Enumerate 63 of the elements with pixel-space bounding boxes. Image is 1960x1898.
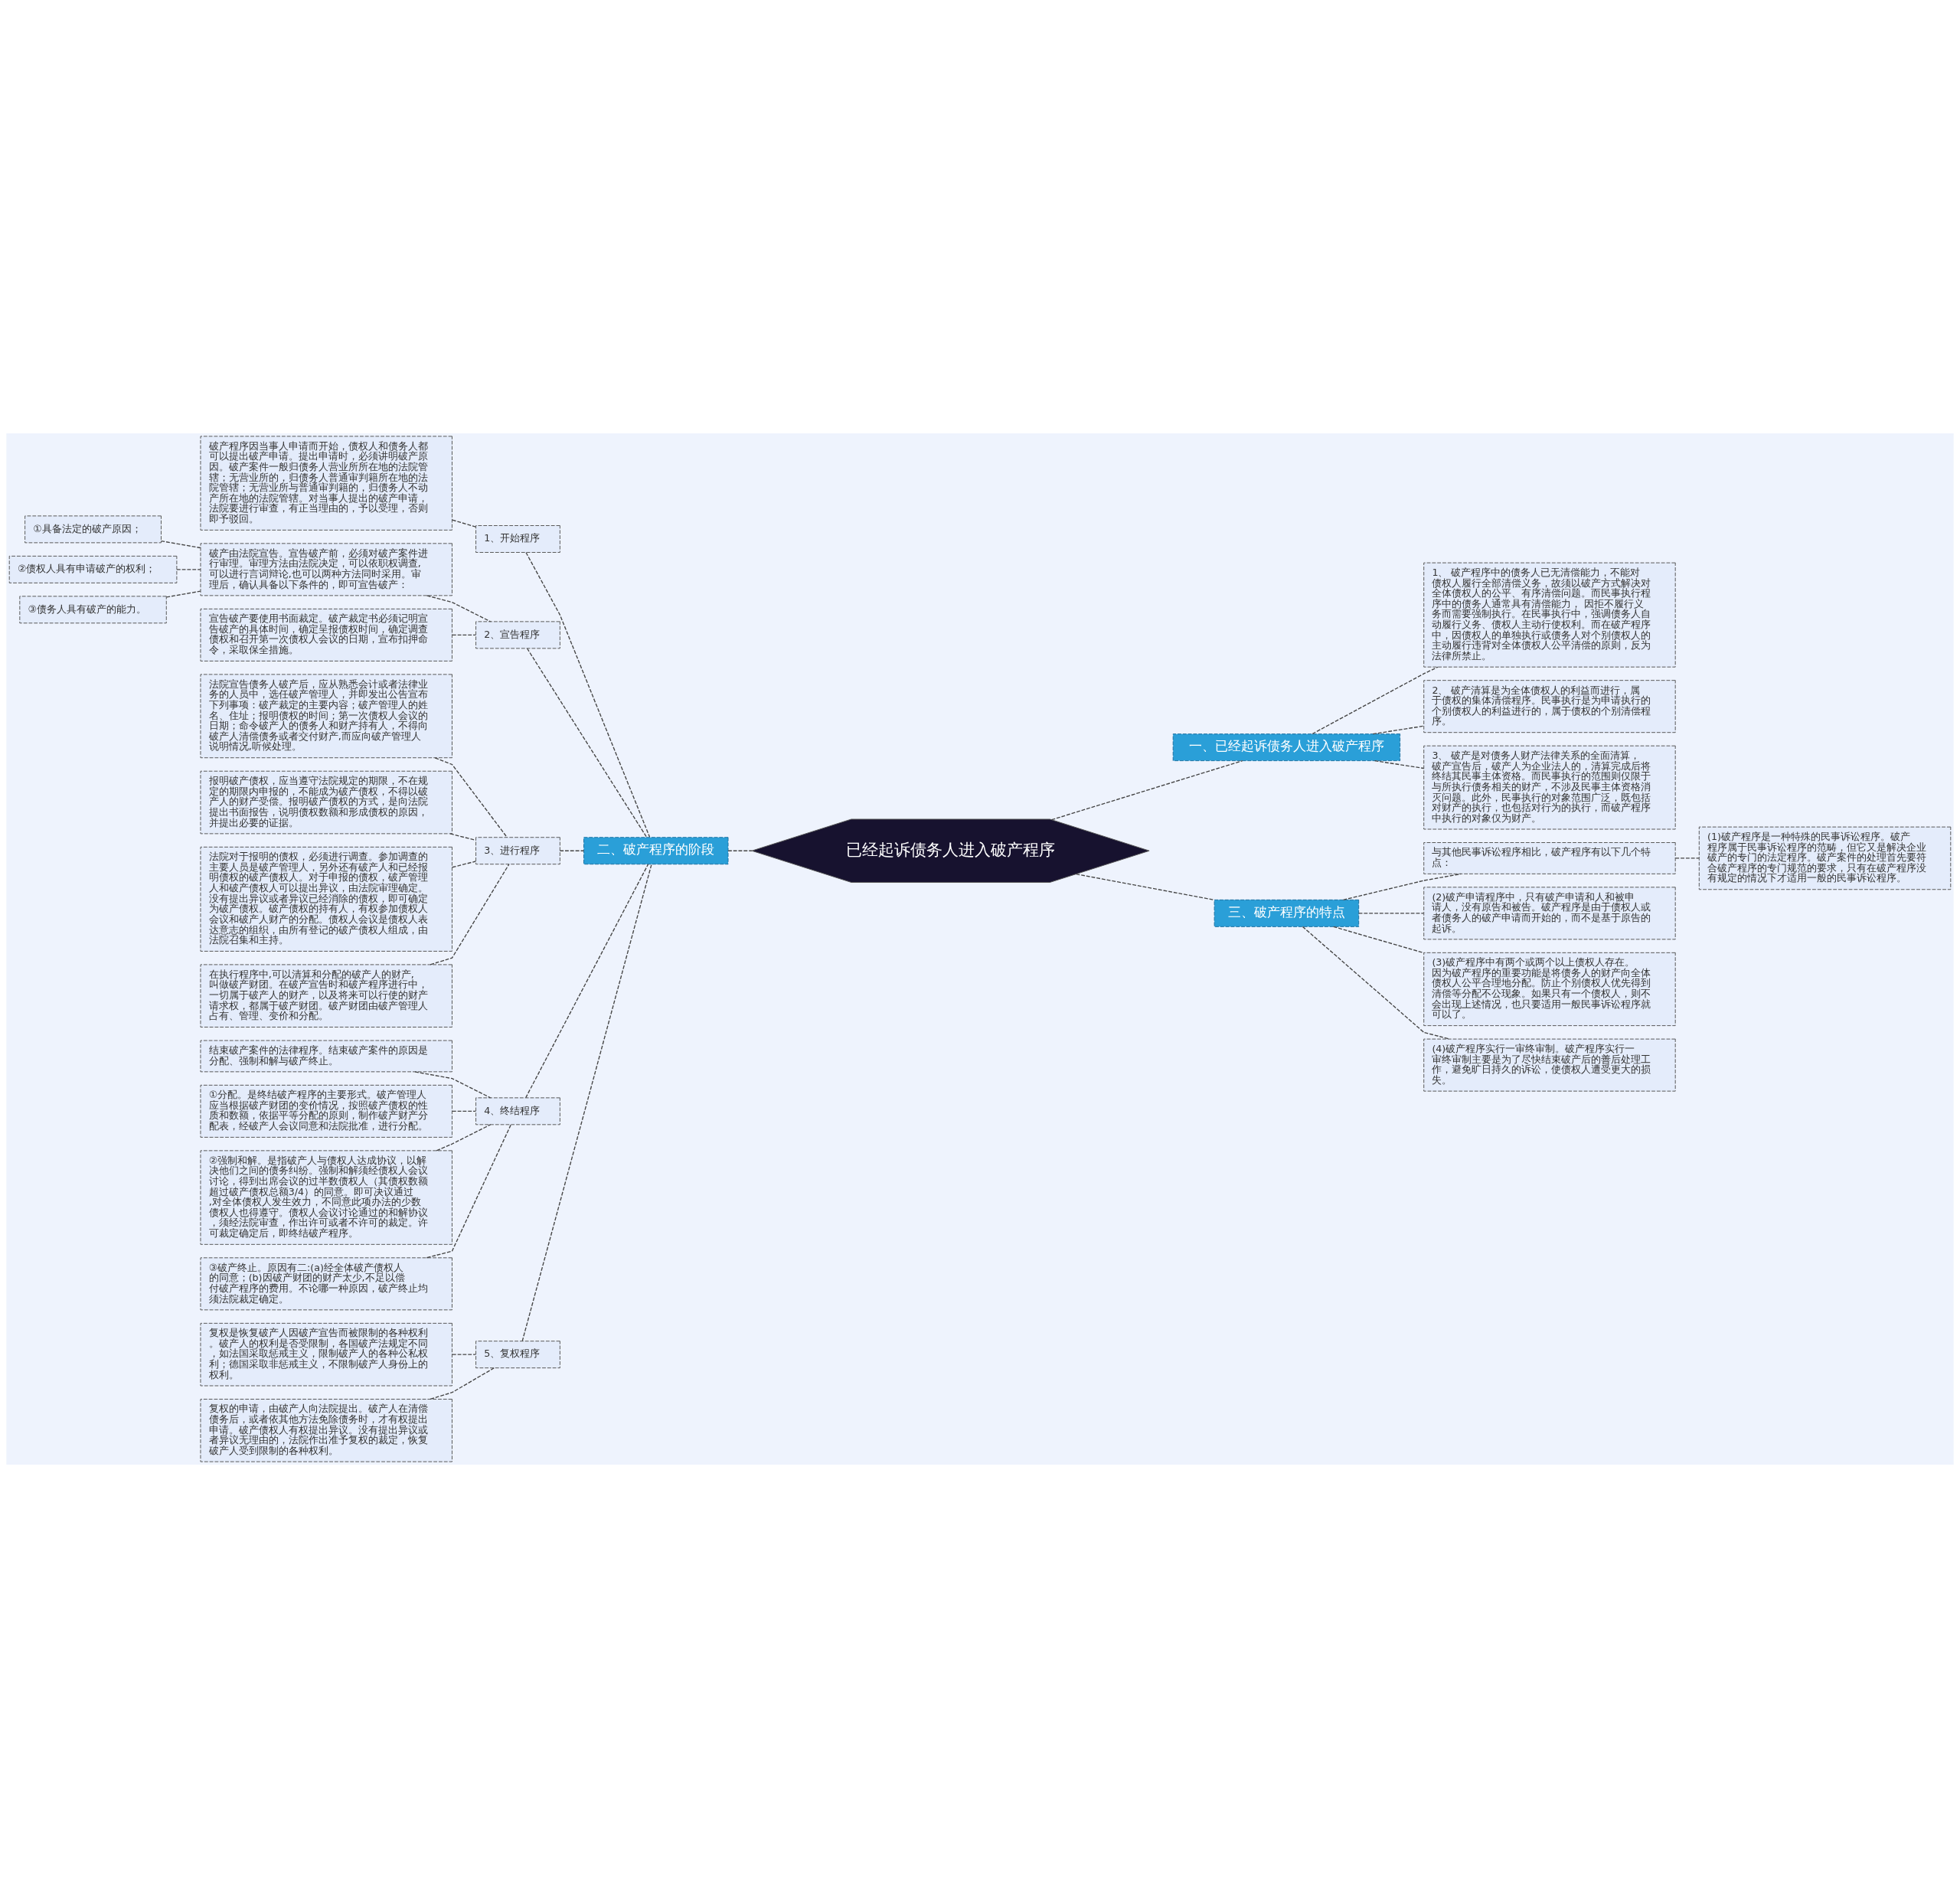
connector bbox=[1372, 725, 1425, 735]
connector bbox=[1674, 858, 1700, 859]
node-box: 报明破产债权，应当遵守法院规定的期限，不在规定的期限内申报的，不能成为破产债权，不得以破产人的财产受偿。报明破产债权的方式，是向法院提出书面报告，说明债权数额和形成债权的原因，并提出必要的证据。 bbox=[200, 770, 452, 835]
connector bbox=[1342, 873, 1462, 900]
node-box: ③债务人具有破产的能力。 bbox=[19, 596, 167, 624]
connector bbox=[426, 1124, 512, 1259]
node-box: 2、宣告程序 bbox=[475, 621, 560, 649]
connector bbox=[521, 864, 652, 1342]
connector bbox=[449, 833, 477, 841]
connector bbox=[1374, 760, 1425, 769]
node-box: 破产程序因当事人申请而开始，债权人和债务人都可以提出破产申请。提出申请时，必须讲明破产原因。破产案件一般归债务人营业所所在地的法院管辖；无营业所的，归债务人普通审判籍所在地的法院管辖；无营业所与普通审判籍的，归债务人不动产所在地的法院管辖。对当事人提出的破产申请，法院要进行审查，有正当理由的，予以受理，否则即予驳回。 bbox=[200, 436, 452, 531]
connector bbox=[414, 1071, 492, 1099]
connector bbox=[165, 590, 201, 598]
node-box: (3)破产程序中有两个或两个以上债权人存在。因为破产程序的重要功能是将债务人的财产向全体债权人公平合理地分配。防止个别债权人优先得到清偿等分配不公现象。如果只有一个债权人，则不会出现上述情况，也只要适用一般民事诉讼程序就可以了。 bbox=[1423, 952, 1676, 1027]
node-box: (4)破产程序实行一审终审制。破产程序实行一审终审制主要是为了尽快结束破产后的善后处理工作，避免旷日持久的诉讼，使债权人遭受更大的损失。 bbox=[1423, 1038, 1676, 1092]
node-box: (1)破产程序是一种特殊的民事诉讼程序。破产程序属于民事诉讼程序的范畴，但它又是解决企业破产的专门的法定程序。破产案件的处理首先要符合破产程序的专门规范的要求，只有在破产程序没有规定的情况下才适用一般的民事诉讼程序。 bbox=[1698, 826, 1952, 890]
node-box: 在执行程序中,可以清算和分配的破产人的财产,叫做破产财团。在破产宣告时和破产程序进行中，一切属于破产人的财产，以及将来可以行使的财产请求权，都属于破产财团。破产财团由破产管理人占有、管理、变价和分配。 bbox=[200, 964, 452, 1028]
connector bbox=[430, 1367, 495, 1400]
connector bbox=[559, 850, 585, 851]
connector bbox=[525, 864, 649, 1099]
node-box: 法院宣告债务人破产后，应从熟悉会计或者法律业务的人员中，选任破产管理人，并即发出公告宣布下列事项：破产裁定的主要内容；破产管理人的姓名、住址；报明债权的时间；第一次债权人会议的日期；命令破产人的债务人和财产持有人，不得向破产人清偿债务或者交付财产,而应向破产管理人说明情况,听候处理。 bbox=[200, 674, 452, 759]
connector bbox=[176, 569, 201, 570]
node-box: 复权的申请，由破产人向法院提出。破产人在清偿债务后，或者依其他方法免除债务时，才有权提出申请。破产债权人有权提出异议。没有提出异议或者异议无理由的，法院作出准予复权的裁定，恢复破产人受到限制的各种权利。 bbox=[200, 1399, 452, 1462]
node-box: 一、已经起诉债务人进入破产程序 bbox=[1172, 733, 1401, 762]
connector bbox=[452, 861, 476, 868]
node-box: ②债权人具有申请破产的权利； bbox=[8, 555, 178, 583]
node-box: (2)破产申请程序中，只有破产申请和人和被申请人，没有原告和被告。破产程序是由于债权人或者债务人的破产申请而开始的，而不是基于原告的起诉。 bbox=[1423, 887, 1676, 940]
node-box: ①分配。是终结破产程序的主要形式。破产管理人应当根据破产财团的变价情况，按照破产债权的性质和数额，依据平等分配的原则，制作破产财产分配表，经破产人会议同意和法院批准，进行分配。 bbox=[200, 1084, 452, 1138]
connector bbox=[727, 850, 753, 851]
connector bbox=[1333, 926, 1425, 954]
connector bbox=[426, 595, 492, 622]
node-box: ③破产终止。原因有二:(a)经全体破产债权人的同意；(b)因破产财团的财产太少,不足以偿付破产程序的费用。不论哪一种原因，破产终止均须法院裁定确定。 bbox=[200, 1257, 452, 1311]
node-box: 1、开始程序 bbox=[475, 525, 560, 553]
node-box: 结束破产案件的法律程序。结束破产案件的原因是分配、强制和解与破产终止。 bbox=[200, 1040, 452, 1073]
connector bbox=[452, 1110, 476, 1112]
node-box: 宣告破产要使用书面裁定。破产裁定书必须记明宣告破产的具体时间，确定呈报债权时间，确定调查债权和召开第一次债权人会议的日期，宣布扣押命令，采取保全措施。 bbox=[200, 608, 452, 662]
node-box: 2、 破产清算是为全体债权人的利益而进行，属于债权的集体清偿程序。民事执行是为申请执行的个别债权人的利益进行的，属于债权的个别清偿程序。 bbox=[1423, 680, 1676, 733]
connector bbox=[160, 540, 201, 549]
connector bbox=[452, 634, 476, 636]
connector bbox=[1312, 666, 1439, 735]
node-box: 三、破产程序的特点 bbox=[1214, 899, 1360, 927]
node-box: 1、 破产程序中的债务人已无清偿能力，不能对债权人履行全部清偿义务，故须以破产方式解决对全体债权人的公平、有序清偿问题。而民事执行程序中的债务人通常具有清偿能力， 因拒不履行义务而需要强制执行。在民事执行中，强调债务人自动履行义务、债权人主动行使权利。而在破产程序中，因债权人的单独执行或债务人对个别债权人的主动履行违背对全体债权人公平清偿的原则，反为法律所禁止。 bbox=[1423, 562, 1676, 668]
node-box: 4、终结程序 bbox=[475, 1097, 560, 1125]
node-box: 5、复权程序 bbox=[475, 1341, 560, 1369]
connector bbox=[452, 519, 476, 528]
node-box: 法院对于报明的债权，必须进行调查。参加调查的主要人员是破产管理人，另外还有破产人和已经报明债权的破产债权人。对于申报的债权，破产管理人和破产债权人可以提出异议，由法院审理确定。没有提出异议或者异议已经消除的债权，即可确定为破产债权。破产债权的持有人，有权参加债权人会议和破产人财产的分配。债权人会议是债权人表达意志的组织，由所有登记的破产债权人组成，由法院召集和主持。 bbox=[200, 846, 452, 952]
node-box: 与其他民事诉讼程序相比，破产程序有以下几个特点： bbox=[1423, 842, 1676, 874]
node-box: ①具备法定的破产原因； bbox=[24, 515, 162, 544]
node-box: 复权是恢复破产人因破产宣告而被限制的各种权利。破产人的权利是否受限制，各国破产法规定不同，如法国采取惩戒主义，限制破产人的各种公私权利；德国采取非惩戒主义，不限制破产人身份上的权利。 bbox=[200, 1322, 452, 1387]
connector bbox=[1075, 874, 1215, 901]
connector bbox=[1302, 926, 1450, 1040]
node-box: 破产由法院宣告。宣告破产前，必须对破产案件进行审理。审理方法由法院决定，可以依职权调查,可以进行言词辩论,也可以两种方法同时采用。审理后，确认具备以下条件的，即可宣告破产： bbox=[200, 543, 452, 596]
connector bbox=[436, 1124, 492, 1152]
connector bbox=[525, 552, 651, 838]
connector bbox=[526, 648, 648, 838]
node-box: 3、 破产是对债务人财产法律关系的全面清算，破产宣告后，破产人为企业法人的，清算完成后将终结其民事主体资格。而民事执行的范围则仅限于与所执行债务相关的财产，不涉及民事主体资格消灭问题。此外，民事执行的对象范围广泛，既包括对财产的执行，也包括对行为的执行，而破产程序中执行的对象仅为财产。 bbox=[1423, 745, 1676, 830]
node-box: 3、进行程序 bbox=[475, 837, 560, 865]
connector bbox=[1050, 760, 1243, 821]
connector bbox=[1358, 913, 1425, 914]
node-box: 二、破产程序的阶段 bbox=[583, 837, 729, 865]
node-box: ②强制和解。是指破产人与债权人达成协议，以解决他们之间的债务纠纷。强制和解须经债权人会议讨论，得到出席会议的过半数债权人（其债权数额超过破产债权总额3/4）的同意。即可决议通过,对全体债权人发生效力，不同意此项办法的少数债权人也得遵守。债权人会议讨论通过的和解协议，须经法院审查，作出许可或者不许可的裁定。许可裁定确定后，即终结破产程序。 bbox=[200, 1150, 452, 1245]
connector bbox=[434, 757, 508, 838]
connector bbox=[452, 1354, 476, 1355]
